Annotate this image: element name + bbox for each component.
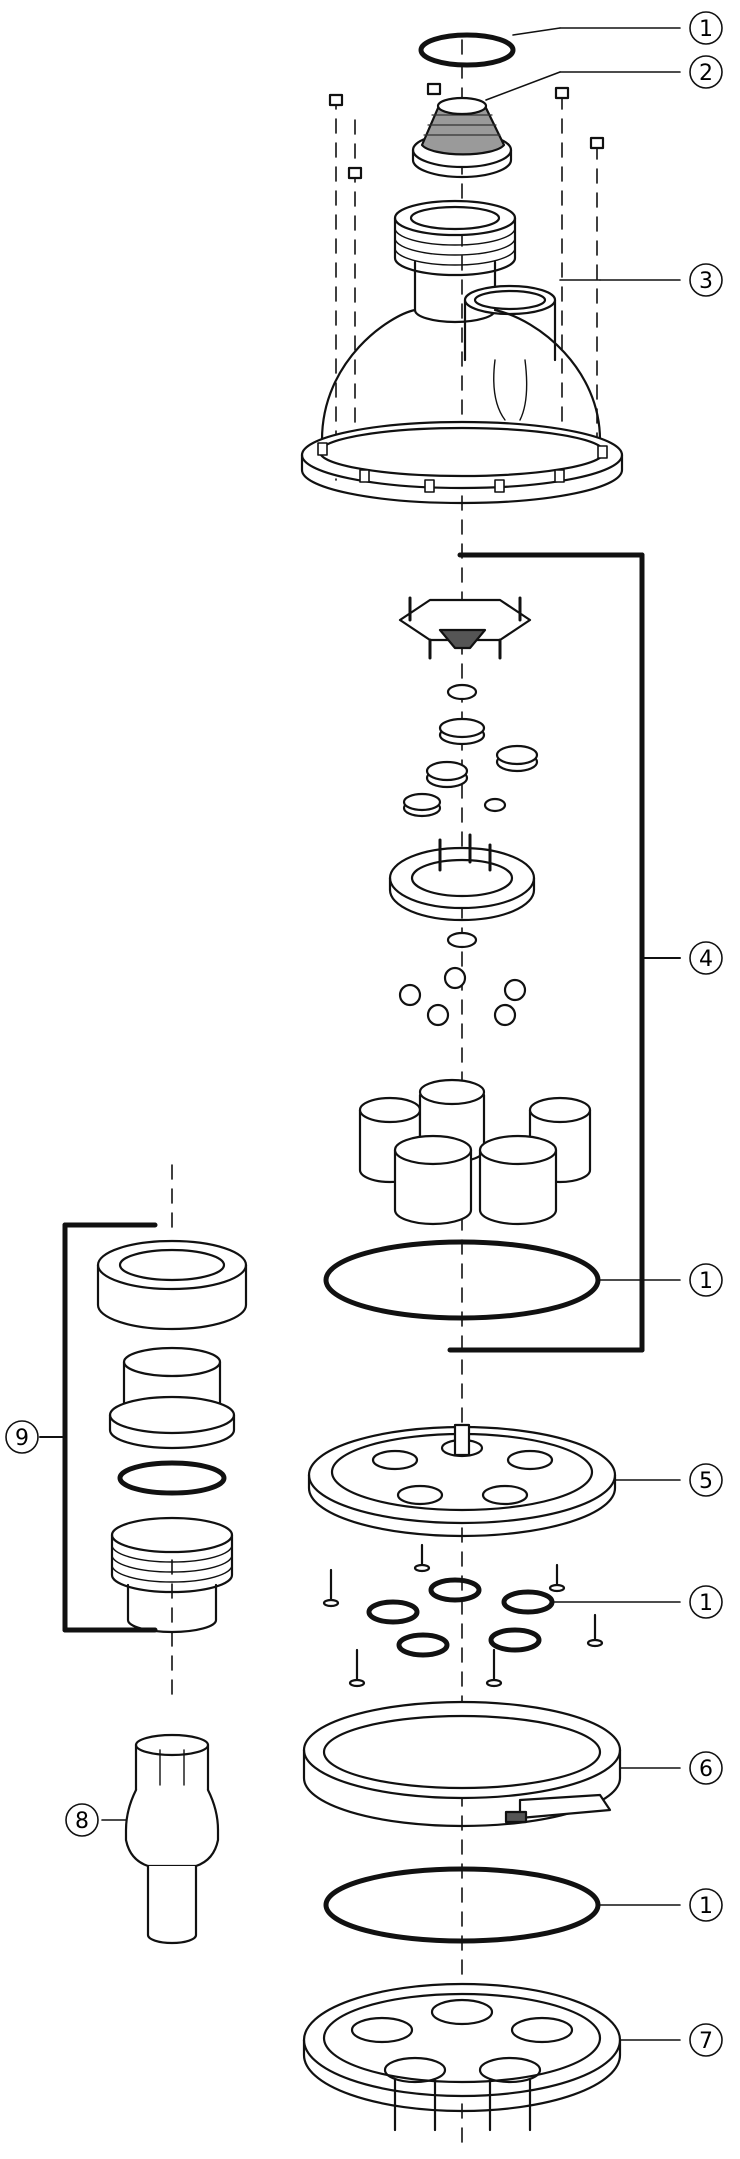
bracket-part-9 (39, 1222, 158, 1633)
valve-seats (358, 1078, 592, 1226)
union-oring (117, 1460, 227, 1496)
check-valve (101, 1733, 220, 1945)
union-nut (96, 1239, 248, 1331)
callout-label: 3 (699, 269, 713, 294)
small-orings (366, 1577, 681, 1658)
gear-plate (388, 833, 536, 949)
union-tailpiece (108, 1346, 236, 1450)
gears (402, 683, 539, 818)
callout-8: 8 (65, 1803, 99, 1837)
callout-1-bottom: 1 (689, 1888, 723, 1922)
bracket-part-4 (447, 552, 681, 1353)
union-body (110, 1516, 234, 1634)
callout-label: 2 (699, 61, 713, 86)
callout-label: 8 (75, 1809, 89, 1834)
callout-9: 9 (5, 1420, 39, 1454)
oring-top (418, 27, 681, 68)
callout-1-top: 1 (689, 11, 723, 45)
callout-label: 1 (699, 1269, 713, 1294)
callout-1-mid: 1 (689, 1263, 723, 1297)
callout-label: 1 (699, 17, 713, 42)
callout-2: 2 (689, 55, 723, 89)
base-plate (307, 1423, 681, 1538)
clamp-ring (302, 1700, 681, 1828)
oring-bottom (323, 1866, 681, 1944)
alignment-lines (171, 39, 598, 2151)
callout-label: 6 (699, 1757, 713, 1782)
callout-label: 1 (699, 1591, 713, 1616)
callout-6: 6 (689, 1751, 723, 1785)
callout-7: 7 (689, 2023, 723, 2057)
base-screws (322, 1543, 604, 1688)
rotor-cross (398, 596, 532, 660)
strainer-basket (411, 71, 681, 179)
callout-4: 4 (689, 941, 723, 975)
oring-large-2 (323, 1239, 681, 1321)
callout-label: 7 (699, 2029, 713, 2054)
bottom-plate (302, 1982, 681, 2132)
callout-label: 9 (15, 1426, 29, 1451)
callout-3: 3 (689, 263, 723, 297)
callout-label: 5 (699, 1469, 713, 1494)
lid-bolts (328, 82, 605, 180)
callout-5: 5 (689, 1463, 723, 1497)
callout-label: 4 (699, 947, 713, 972)
dome-lid (300, 199, 681, 505)
callout-1-orings: 1 (689, 1585, 723, 1619)
callout-label: 1 (699, 1894, 713, 1919)
valve-balls (398, 966, 527, 1027)
